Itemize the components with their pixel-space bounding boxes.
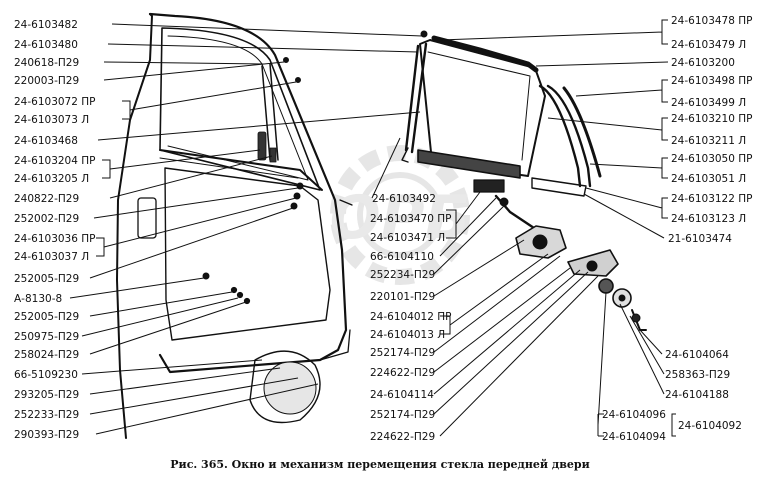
label-part: 290393-П29 bbox=[14, 429, 79, 441]
label-part: 24-6103123 Л bbox=[671, 213, 746, 225]
label-part: 24-6103036 ПР bbox=[14, 233, 95, 245]
label-part: 252234-П29 bbox=[370, 269, 435, 281]
label-part: 24-6103470 ПР bbox=[370, 213, 451, 225]
label-part: 252174-П29 bbox=[370, 409, 435, 421]
label-part: 24-6103072 ПР bbox=[14, 96, 95, 108]
label-part: 240822-П29 bbox=[14, 193, 79, 205]
label-part: 24-6103499 Л bbox=[671, 97, 746, 109]
label-part: 24-6103480 bbox=[14, 39, 78, 51]
figure-caption: Рис. 365. Окно и механизм перемещения ст… bbox=[170, 458, 589, 471]
label-part: 224622-П29 bbox=[370, 431, 435, 443]
label-part: 252233-П29 bbox=[14, 409, 79, 421]
label-part: 250975-П29 bbox=[14, 331, 79, 343]
label-part: 24-6103037 Л bbox=[14, 251, 89, 263]
label-part: 24-6103200 bbox=[671, 57, 735, 69]
label-part: 24-6103479 Л bbox=[671, 39, 746, 51]
door-drawing bbox=[116, 12, 428, 439]
label-part: 24-6104064 bbox=[665, 349, 729, 361]
label-part: 24-6103468 bbox=[14, 135, 78, 147]
label-part: 240618-П29 bbox=[14, 57, 79, 69]
label-part: 252005-П29 bbox=[14, 273, 79, 285]
label-part: 258363-П29 bbox=[665, 369, 730, 381]
label-part: 24-6103073 Л bbox=[14, 114, 89, 126]
label-part: 252005-П29 bbox=[14, 311, 79, 323]
label-part: 220101-П29 bbox=[370, 291, 435, 303]
label-part: 24-6104013 Л bbox=[370, 329, 445, 341]
label-part: 24-6103478 ПР bbox=[671, 15, 752, 27]
label-part: 24-6104092 bbox=[678, 420, 742, 432]
label-part: 24-6103204 ПР bbox=[14, 155, 95, 167]
label-part: 24-6103205 Л bbox=[14, 173, 89, 185]
leader-lines bbox=[69, 19, 676, 437]
label-part: 66-6104110 bbox=[370, 251, 434, 263]
label-part: 24-6103482 bbox=[14, 19, 78, 31]
labels-bottom-right: 24-6104064 258363-П29 24-6104188 24-6104… bbox=[602, 349, 742, 443]
label-part: 24-6104094 bbox=[602, 431, 666, 443]
label-part: 24-6103050 ПР bbox=[671, 153, 752, 165]
label-part: 224622-П29 bbox=[370, 367, 435, 379]
label-part: 24-6103210 ПР bbox=[671, 113, 752, 125]
label-part: 252002-П29 bbox=[14, 213, 79, 225]
glass-assembly bbox=[401, 35, 602, 197]
label-part: 24-6104114 bbox=[370, 389, 434, 401]
label-part: 24-6103122 ПР bbox=[671, 193, 752, 205]
label-part: 24-6104012 ПР bbox=[370, 311, 451, 323]
label-part: 24-6103471 Л bbox=[370, 232, 445, 244]
label-part: 220003-П29 bbox=[14, 75, 79, 87]
label-part: 293205-П29 bbox=[14, 389, 79, 401]
label-part: 24-6103051 Л bbox=[671, 173, 746, 185]
label-part: 24-6104188 bbox=[665, 389, 729, 401]
label-part: 252174-П29 bbox=[370, 347, 435, 359]
labels-left: 24-6103482 24-6103480 240618-П29 220003-… bbox=[14, 19, 95, 441]
label-part: А-8130-8 bbox=[14, 293, 62, 305]
label-part: 66-5109230 bbox=[14, 369, 78, 381]
label-part: 24-6104096 bbox=[602, 409, 666, 421]
label-part: 24-6103211 Л bbox=[671, 135, 746, 147]
labels-right: 24-6103478 ПР 24-6103479 Л 24-6103200 24… bbox=[668, 15, 752, 245]
watermark-text: ОРБ bbox=[330, 183, 471, 253]
label-part: 24-6103492 bbox=[372, 193, 436, 205]
label-part: 258024-П29 bbox=[14, 349, 79, 361]
label-part: 21-6103474 bbox=[668, 233, 732, 245]
labels-center: 24-6103492 24-6103470 ПР 24-6103471 Л 66… bbox=[370, 193, 451, 443]
label-part: 24-6103498 ПР bbox=[671, 75, 752, 87]
watermark-logo: ОРБ bbox=[330, 145, 471, 285]
